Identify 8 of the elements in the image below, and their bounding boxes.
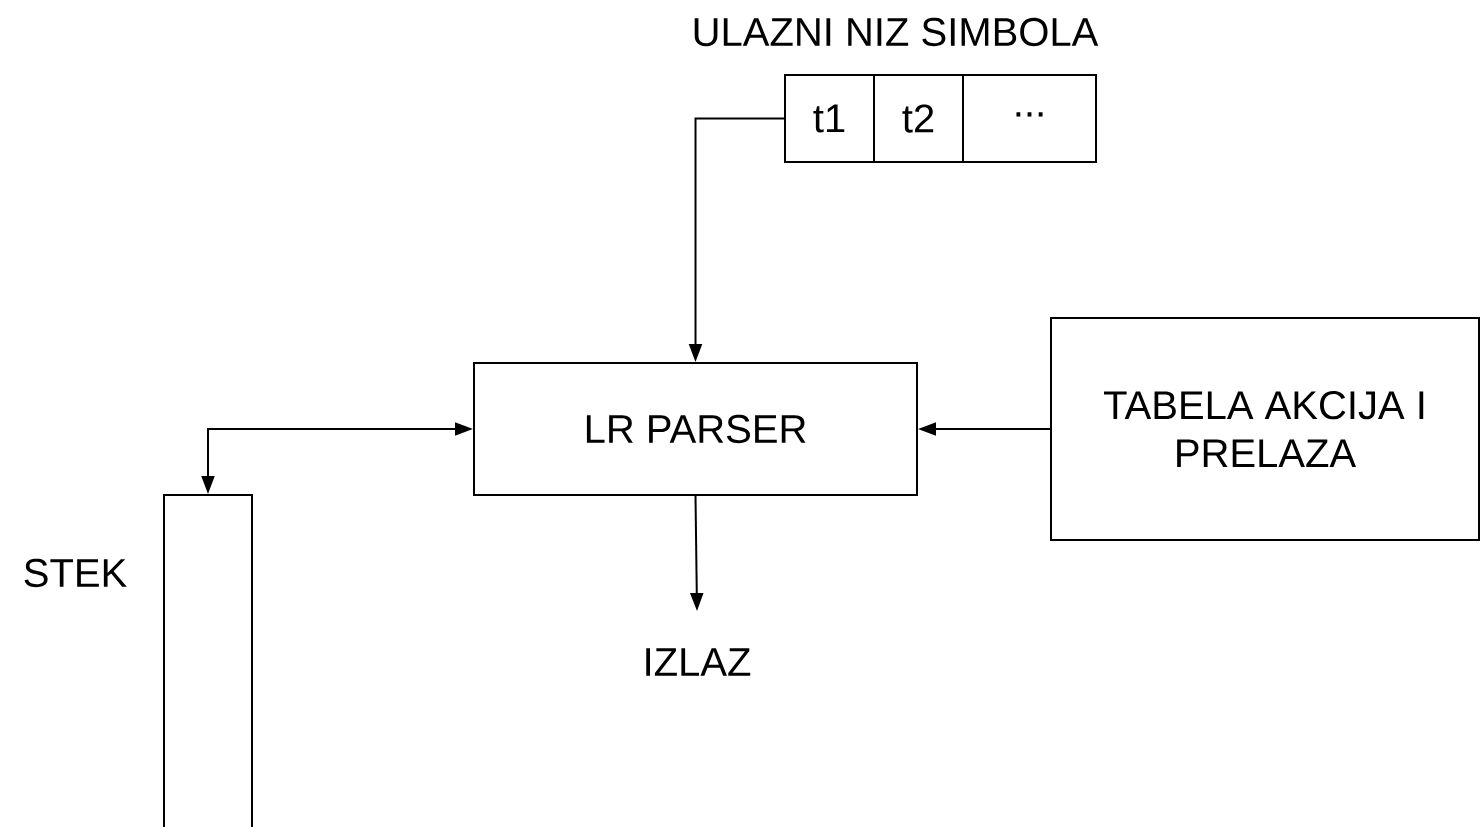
stack-label: STEK <box>24 558 127 588</box>
process-box: LR PARSER <box>473 362 918 496</box>
tape-cell: ... <box>962 74 1097 163</box>
output-label: IZLAZ <box>646 648 751 676</box>
tape-cell: t2 <box>873 74 964 163</box>
tape-cell: t1 <box>784 74 875 163</box>
tape-title: ULAZNI NIZ SIMBOLA <box>694 17 1099 47</box>
process-box: TABELA AKCIJA I PRELAZA <box>1050 317 1480 541</box>
